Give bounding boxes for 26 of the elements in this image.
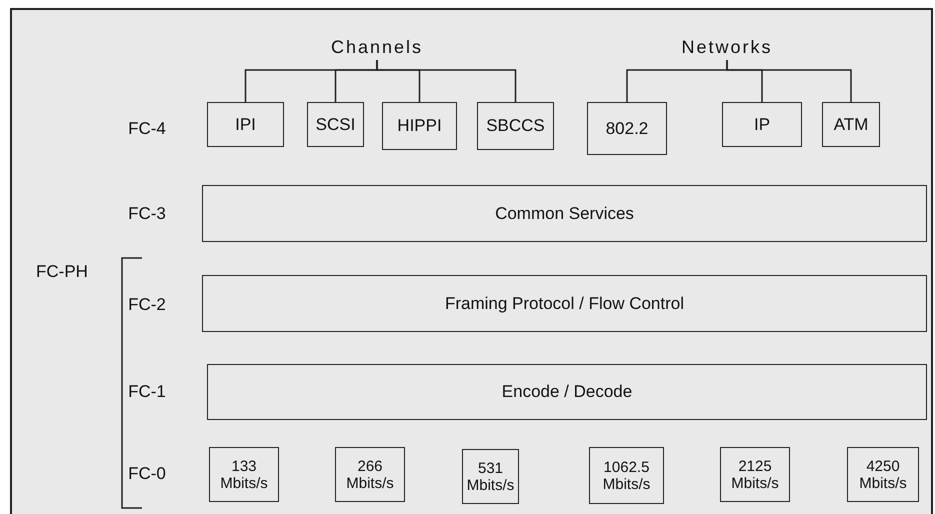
layer-label: FC-1 <box>128 382 166 402</box>
rate-box: 133 Mbits/s <box>209 447 279 502</box>
layer-box: 802.2 <box>587 102 667 155</box>
rate-box: 4250 Mbits/s <box>847 447 919 502</box>
layer-label: FC-3 <box>128 204 166 224</box>
rate-box: 1062.5 Mbits/s <box>589 447 664 504</box>
layer-box: ATM <box>822 102 880 147</box>
layer-box: IPI <box>207 102 284 147</box>
layer-label: FC-2 <box>128 295 166 315</box>
connector-line <box>726 60 852 102</box>
heading-text: Networks <box>672 34 782 60</box>
rate-box: 2125 Mbits/s <box>720 447 790 502</box>
layer-box: IP <box>722 102 802 147</box>
layer-box: HIPPI <box>382 102 457 150</box>
layer-label: FC-4 <box>128 119 166 139</box>
layer-box: Framing Protocol / Flow Control <box>202 275 927 332</box>
rate-box: 531 Mbits/s <box>462 449 519 504</box>
layer-box: SCSI <box>307 102 364 147</box>
layer-box: SBCCS <box>477 102 554 150</box>
rate-box: 266 Mbits/s <box>335 447 405 502</box>
layer-label: FC-0 <box>128 464 166 484</box>
heading-text: Channels <box>322 34 432 60</box>
layer-box: Common Services <box>202 185 927 242</box>
layer-label: FC-PH <box>36 262 88 282</box>
connector-line <box>376 60 516 102</box>
layer-box: Encode / Decode <box>207 364 927 420</box>
